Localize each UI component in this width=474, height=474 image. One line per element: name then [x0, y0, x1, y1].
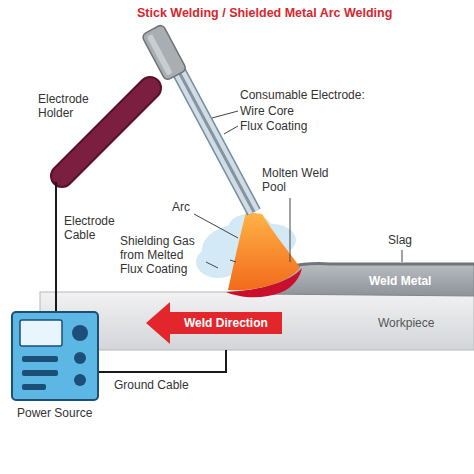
power-source-unit [12, 312, 98, 400]
part-label: Electrode Cable [64, 214, 124, 242]
workpiece-plate [40, 292, 474, 350]
part-label: Ground Cable [114, 378, 189, 392]
unit-label: Power Source [17, 406, 92, 420]
diagram-title: Stick Welding / Shielded Metal Arc Weldi… [137, 6, 392, 20]
region-label: Weld Direction [184, 316, 268, 330]
arc-plasma [228, 212, 300, 290]
ground-cable [98, 350, 226, 372]
part-label: Molten Weld Pool [262, 166, 332, 194]
region-label: Workpiece [378, 316, 434, 330]
electrode-cable [55, 182, 57, 312]
part-label: Slag [388, 233, 412, 247]
part-label: Wire Core [240, 104, 294, 118]
electrode-clamp [141, 24, 187, 81]
part-label: Electrode Holder [38, 92, 100, 120]
leader-line [194, 111, 402, 268]
region-label: Weld Metal [369, 274, 431, 288]
part-label: Arc [172, 200, 190, 214]
direction-arrow [146, 302, 282, 344]
part-label: Flux Coating [240, 119, 307, 133]
part-label: Consumable Electrode: [240, 88, 365, 102]
part-label: Shielding Gas from Melted Flux Coating [120, 234, 204, 276]
slag-layer [330, 263, 474, 266]
